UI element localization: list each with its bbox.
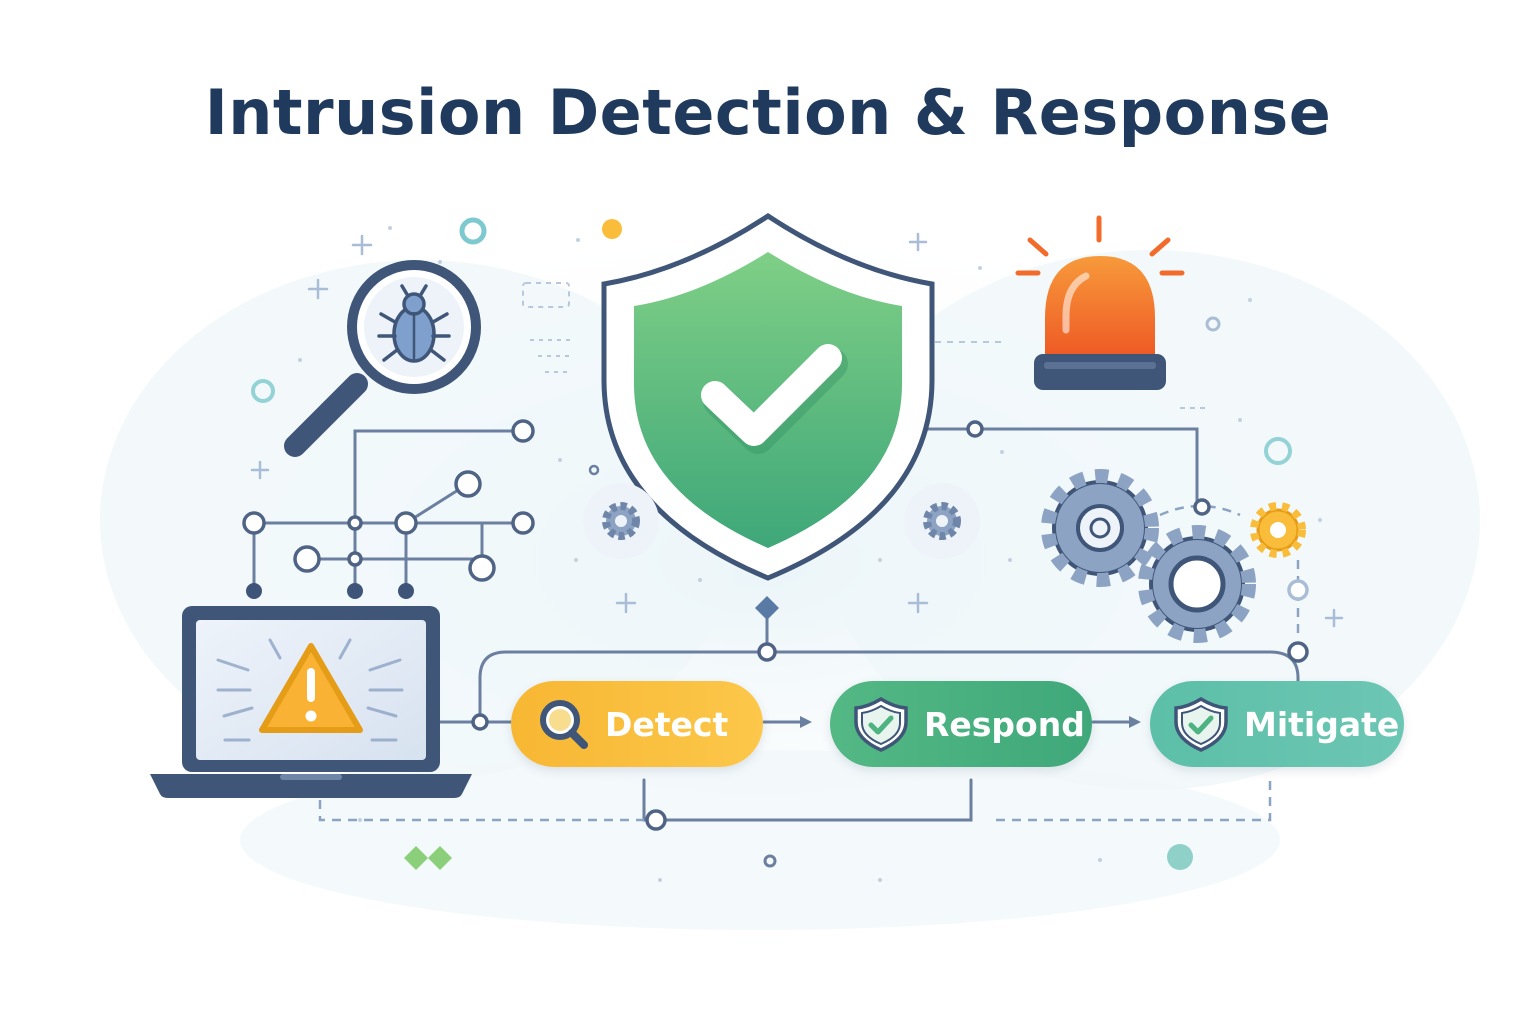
connector-arrows <box>800 716 1141 728</box>
junction-dots <box>246 583 779 620</box>
step-detect: Detect <box>511 681 763 767</box>
connector-lines <box>252 427 1300 822</box>
decorative-sparkles <box>250 232 1344 628</box>
diagram-title: Intrusion Detection & Response <box>204 76 1332 149</box>
decorative-dots <box>298 219 1322 882</box>
shield-check-icon <box>854 696 908 752</box>
alarm-siren-icon <box>1015 215 1185 390</box>
small-gear-icon <box>904 483 980 559</box>
step-label: Respond <box>924 704 1085 744</box>
small-gear-icon <box>583 483 659 559</box>
shield-check-icon <box>1174 696 1228 752</box>
step-label: Mitigate <box>1244 704 1400 744</box>
magnifier-icon <box>540 700 588 749</box>
gears-icon <box>1041 469 1306 643</box>
laptop-warning-icon <box>150 606 472 798</box>
shield-check-icon <box>601 213 935 581</box>
step-respond: Respond <box>830 681 1092 767</box>
decorative-rings <box>251 217 1292 868</box>
connector-nodes <box>242 419 1309 831</box>
step-label: Detect <box>605 704 729 744</box>
step-mitigate: Mitigate <box>1150 681 1404 767</box>
magnifier-bug-icon <box>284 260 481 457</box>
